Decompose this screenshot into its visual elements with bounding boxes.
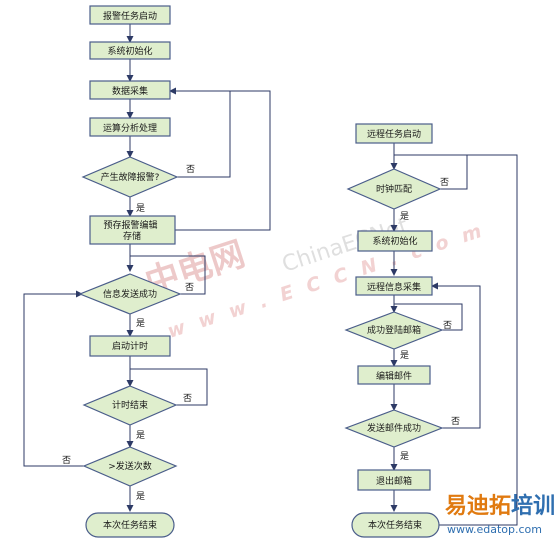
label-no: 否	[451, 416, 460, 427]
right-edit-node: 编辑邮件	[357, 365, 431, 385]
left-save-label: 预存报警编辑 存储	[104, 219, 161, 242]
right-exit-node: 退出邮箱	[357, 469, 431, 491]
right-exit-label: 退出邮箱	[376, 475, 412, 487]
label-yes: 是	[400, 211, 409, 222]
label-no: 否	[440, 177, 449, 188]
left-start-node: 报警任务启动	[89, 5, 171, 25]
edge-labels: 否 是 否 是 否 是 否 是 否 是 否 是 否 是	[62, 164, 460, 502]
left-send-decision: 信息发送成功	[78, 273, 182, 315]
left-count-label: >发送次数	[108, 460, 152, 472]
label-no: 否	[183, 393, 192, 404]
right-start-label: 远程任务启动	[367, 128, 421, 140]
left-edges	[23, 24, 271, 512]
left-fault-label: 产生故障报警?	[101, 171, 160, 183]
right-edit-label: 编辑邮件	[376, 370, 412, 382]
left-count-decision: >发送次数	[82, 446, 178, 487]
left-save-line2: 存储	[123, 230, 141, 242]
right-login-decision: 成功登陆邮箱	[344, 311, 444, 350]
label-no: 否	[443, 320, 452, 331]
left-timer-node: 启动计时	[89, 335, 171, 357]
brand-url: www.edatop.com	[447, 523, 542, 536]
left-save-node: 预存报警编辑 存储	[89, 215, 176, 245]
left-init-label: 系统初始化	[107, 45, 152, 57]
left-timer-end-decision: 计时结束	[82, 385, 178, 426]
watermark: 中电网 ChinaECNet w w w . E C C N . c o m	[140, 213, 488, 342]
left-init-node: 系统初始化	[89, 41, 171, 60]
right-clock-label: 时钟匹配	[376, 183, 412, 195]
left-process-node: 运算分析处理	[89, 117, 171, 137]
brand-name: 易迪拓培训	[445, 493, 555, 519]
right-edges	[390, 143, 518, 526]
left-timer-label: 启动计时	[112, 340, 148, 352]
right-end-node: 本次任务结束	[351, 512, 440, 538]
label-no: 否	[185, 282, 194, 293]
label-yes: 是	[400, 350, 409, 361]
brand-char-2: 迪	[467, 494, 489, 519]
label-yes: 是	[136, 318, 145, 329]
right-clock-decision: 时钟匹配	[346, 168, 442, 210]
left-timer-end-label: 计时结束	[112, 399, 148, 411]
label-yes: 是	[136, 203, 145, 214]
right-collect-label: 远程信息采集	[367, 281, 421, 293]
label-no: 否	[62, 455, 71, 466]
left-flow: 报警任务启动 系统初始化 数据采集 运算分析处理 产生故障报警? 预存报警编辑 …	[78, 5, 182, 538]
brand-char-5: 训	[533, 494, 555, 519]
left-end-node: 本次任务结束	[85, 512, 175, 538]
right-init-label: 系统初始化	[372, 235, 417, 247]
brand-char-3: 拓	[489, 494, 511, 519]
right-login-label: 成功登陆邮箱	[367, 324, 421, 336]
label-yes: 是	[136, 430, 145, 441]
right-flow: 远程任务启动 时钟匹配 系统初始化 远程信息采集 成功登陆邮箱 编辑邮件 发送邮…	[344, 123, 444, 538]
left-start-label: 报警任务启动	[103, 10, 157, 22]
label-yes: 是	[136, 491, 145, 502]
right-collect-node: 远程信息采集	[355, 276, 433, 296]
right-end-label: 本次任务结束	[368, 519, 422, 531]
left-collect-label: 数据采集	[112, 85, 148, 97]
brand-char-1: 易	[445, 494, 467, 519]
left-collect-node: 数据采集	[89, 80, 171, 100]
brand-char-4: 培	[511, 493, 533, 519]
left-process-label: 运算分析处理	[103, 122, 157, 134]
right-start-node: 远程任务启动	[355, 123, 433, 144]
left-send-label: 信息发送成功	[103, 288, 157, 300]
label-no: 否	[186, 164, 195, 175]
right-send-label: 发送邮件成功	[367, 422, 421, 434]
left-save-line1: 预存报警编辑	[104, 219, 158, 231]
label-yes: 是	[400, 451, 409, 462]
brand-logo: 易迪拓培训 www.edatop.com	[445, 493, 555, 536]
left-fault-decision: 产生故障报警?	[81, 156, 179, 198]
right-send-decision: 发送邮件成功	[344, 409, 444, 448]
right-init-node: 系统初始化	[357, 230, 433, 252]
left-end-label: 本次任务结束	[103, 519, 157, 531]
